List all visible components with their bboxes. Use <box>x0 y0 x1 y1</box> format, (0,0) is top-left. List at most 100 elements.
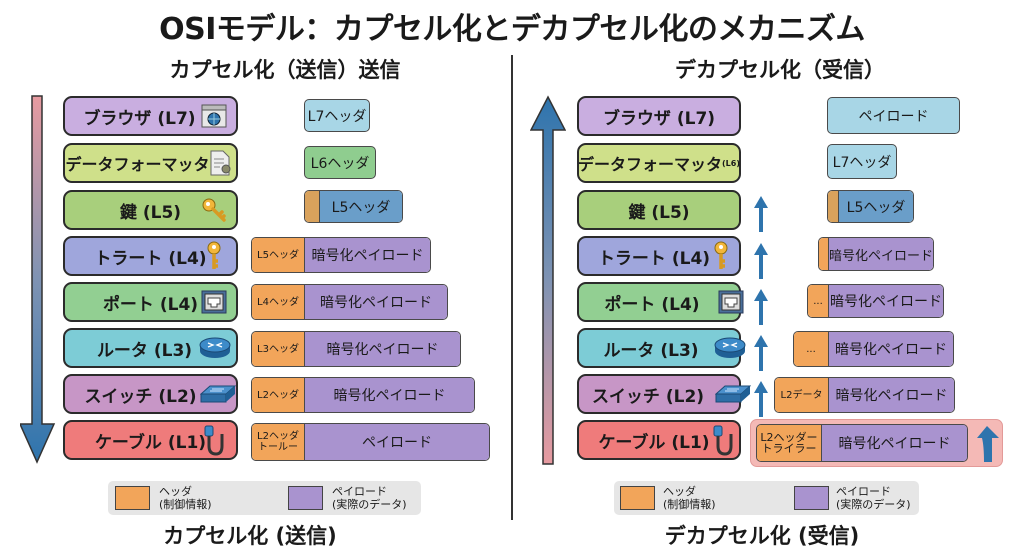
right-layer-cable-l1: ケーブル (L1) <box>577 420 741 460</box>
router-icon <box>713 334 747 362</box>
packet-payload: L5ヘッダ <box>320 191 402 222</box>
legend-header-sub: (制御情報) <box>663 498 716 511</box>
left-layer-data-formatter: データフォーマッタ <box>63 143 238 183</box>
packet-payload: 暗号化ペイロード <box>822 425 967 461</box>
legend-payload-sub: (実際のデータ) <box>836 498 911 511</box>
legend-payload-swatch <box>794 486 829 510</box>
layer-label: データフォーマッタ <box>578 155 723 174</box>
legend-header-text: ヘッダ (制御情報) <box>663 485 716 511</box>
packet-payload: 暗号化ペイロード <box>829 332 953 366</box>
up-arrow-small-icon <box>754 335 768 371</box>
legend-header-label: ヘッダ <box>663 485 696 498</box>
document-gear-icon <box>206 149 234 177</box>
browser-globe-icon <box>200 102 228 130</box>
encapsulation-subtitle: カプセル化（送信）送信 <box>169 58 401 82</box>
left-packet-l7: L7ヘッダ <box>304 99 370 132</box>
layer-label: ルータ (L3) <box>96 340 193 361</box>
switch-icon <box>715 380 751 408</box>
right-legend: ヘッダ (制御情報) ペイロード (実際のデータ) <box>614 481 919 515</box>
packet-payload: 暗号化ペイロード <box>829 378 954 412</box>
packet-header: L2ヘッダー トライラー <box>757 425 822 461</box>
packet-payload: 暗号化ペイロード <box>829 285 943 317</box>
packet-payload: 暗号化ペイロード <box>305 378 474 412</box>
up-arrow-small-icon <box>754 381 768 417</box>
packet-header: ... <box>808 285 829 317</box>
right-packet-l1: L2ヘッダー トライラー 暗号化ペイロード <box>756 424 968 462</box>
layer-label: 鍵 (L5) <box>119 202 182 223</box>
layer-label: ケーブル (L1) <box>94 432 207 453</box>
layer-label: トラート (L4) <box>597 248 711 269</box>
packet-payload: 暗号化ペイロード <box>829 238 933 270</box>
right-packet-l2: L2データ 暗号化ペイロード <box>774 377 955 413</box>
up-arrow-small-icon <box>754 196 768 232</box>
left-layer-router-l3: ルータ (L3) <box>63 328 238 368</box>
layer-label: ブラウザ (L7) <box>83 108 196 129</box>
decapsulation-caption: デカプセル化 (受信) <box>664 524 860 548</box>
layer-label: ルータ (L3) <box>603 340 699 361</box>
ethernet-port-icon <box>200 288 228 316</box>
right-layer-router-l3: ルータ (L3) <box>577 328 746 368</box>
right-packet-payload: ペイロード <box>827 97 960 134</box>
right-packet-l7: L7ヘッダ <box>827 144 897 179</box>
cable-icon <box>709 425 737 456</box>
layer-label: ケーブル (L1) <box>598 432 710 453</box>
left-layer-cable-l1: ケーブル (L1) <box>63 420 238 460</box>
layer-label: スイッチ (L2) <box>84 386 197 407</box>
legend-header-sub: (制御情報) <box>159 498 212 511</box>
packet-header: ... <box>794 332 829 366</box>
encapsulation-caption: カプセル化 (送信) <box>163 524 337 548</box>
right-layer-transport-l4: トラート (L4) <box>577 236 741 276</box>
layer-label: スイッチ (L2) <box>591 386 705 407</box>
cable-icon <box>200 425 228 456</box>
left-legend: ヘッダ (制御情報) ペイロード (実際のデータ) <box>108 481 421 515</box>
packet-header: L2ヘッダ トールー <box>252 424 305 460</box>
packet-header <box>819 238 829 270</box>
up-arrow-small-icon <box>754 289 768 325</box>
packet-header <box>828 191 839 222</box>
legend-payload-swatch <box>288 486 323 510</box>
packet-header: L2データ <box>775 378 829 412</box>
right-packet-l4t: 暗号化ペイロード <box>818 237 934 271</box>
right-packet-l4p: ... 暗号化ペイロード <box>807 284 944 318</box>
left-packet-l6: L6ヘッダ <box>304 146 376 179</box>
layer-label: データフォーマッタ <box>65 155 210 174</box>
legend-payload-label: ペイロード <box>332 485 387 498</box>
legend-payload-sub: (実際のデータ) <box>332 498 407 511</box>
up-arrow-small-icon <box>754 243 768 279</box>
left-layer-browser: ブラウザ (L7) <box>63 96 238 136</box>
packet-payload: 暗号化ペイロード <box>305 238 430 272</box>
left-packet-l2: L2ヘッダ 暗号化ペイロード <box>251 377 475 413</box>
left-packet-l4t: L5ヘッダ 暗号化ペイロード <box>251 237 431 273</box>
left-packet-l4p: L4ヘッダ 暗号化ペイロード <box>251 284 448 320</box>
center-divider <box>511 55 513 520</box>
legend-payload-text: ペイロード (実際のデータ) <box>836 485 911 511</box>
packet-payload: 暗号化ペイロード <box>305 285 447 319</box>
left-layer-transport-l4: トラート (L4) <box>63 236 238 276</box>
left-layer-switch-l2: スイッチ (L2) <box>63 374 238 414</box>
packet-header: L5ヘッダ <box>252 238 305 272</box>
right-packet-l3: ... 暗号化ペイロード <box>793 331 954 367</box>
layer-label: トラート (L4) <box>94 248 207 269</box>
layer-suffix: (L6) <box>722 158 740 168</box>
left-layer-port-l4: ポート (L4) <box>63 282 238 322</box>
right-layer-port-l4: ポート (L4) <box>577 282 744 322</box>
packet-payload: 暗号化ペイロード <box>305 332 460 366</box>
legend-payload-label: ペイロード <box>836 485 891 498</box>
legend-payload-text: ペイロード (実際のデータ) <box>332 485 407 511</box>
layer-label: 鍵 (L5) <box>628 202 690 223</box>
legend-header-swatch <box>115 486 150 510</box>
legend-header-label: ヘッダ <box>159 485 192 498</box>
packet-payload: L5ヘッダ <box>839 191 913 222</box>
left-packet-l1: L2ヘッダ トールー ペイロード <box>251 423 490 461</box>
layer-label: ポート (L4) <box>604 294 700 315</box>
packet-text: ペイロード <box>858 108 929 125</box>
packet-text: L7ヘッダ <box>307 108 367 125</box>
packet-text: L6ヘッダ <box>310 155 370 172</box>
packet-header: L4ヘッダ <box>252 285 305 319</box>
diagram-title: OSIモデル：カプセル化とデカプセル化のメカニズム <box>159 12 865 47</box>
curved-up-arrow-icon <box>977 426 999 462</box>
right-layer-key-l5: 鍵 (L5) <box>577 190 741 230</box>
left-packet-l5: L5ヘッダ <box>304 190 403 223</box>
switch-icon <box>200 380 236 408</box>
router-icon <box>198 334 232 362</box>
